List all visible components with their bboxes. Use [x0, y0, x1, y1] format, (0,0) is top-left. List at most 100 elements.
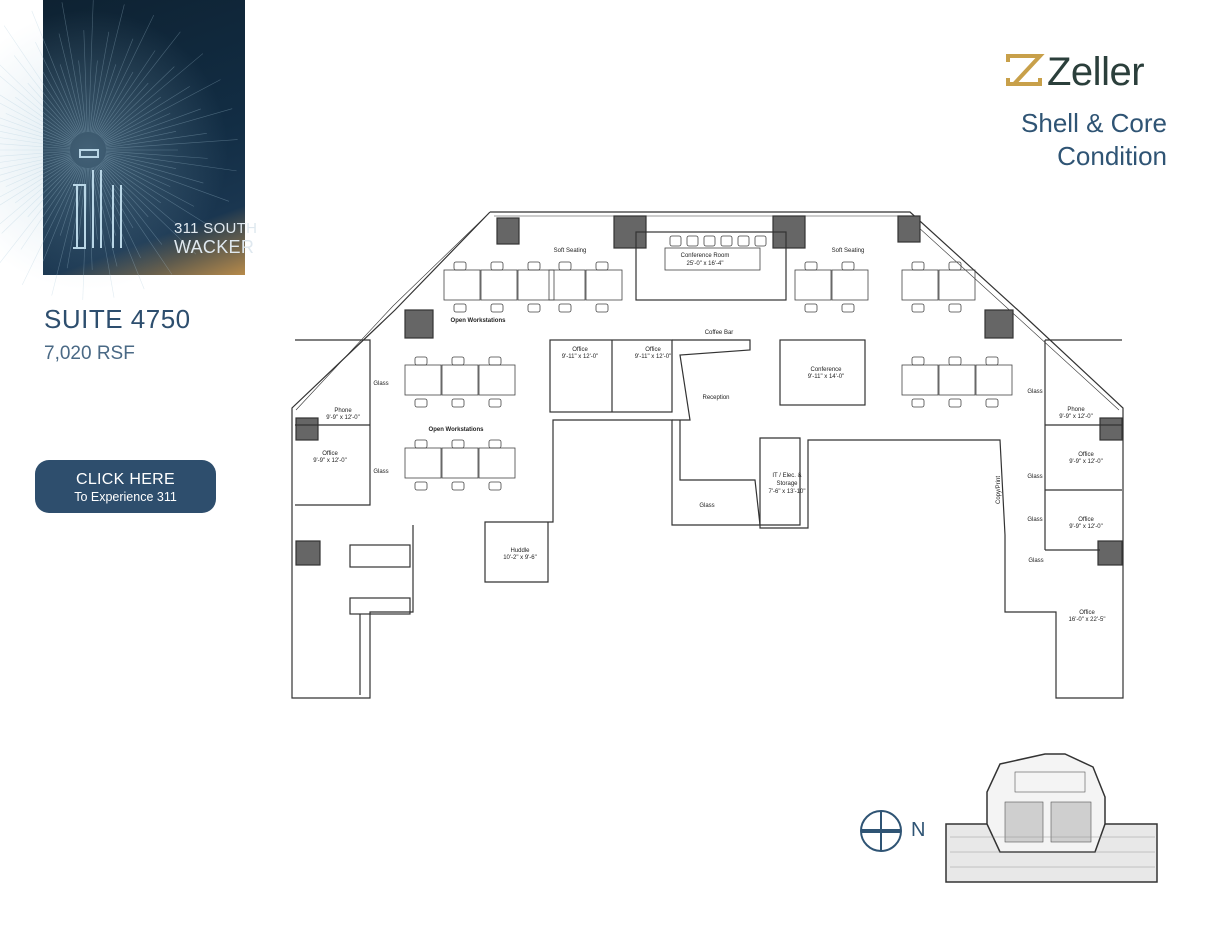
zeller-logo-icon [1006, 54, 1045, 86]
chair [451, 398, 465, 408]
label-it-storage-1: IT / Elec. & [772, 473, 801, 479]
building-name: 311 SOUTH WACKER [174, 219, 257, 258]
label-huddle: Huddle [510, 548, 530, 554]
chair [804, 303, 818, 313]
label-conference-room: Conference Room [681, 253, 730, 259]
suite-title: SUITE 4750 [44, 304, 191, 334]
label-open-workstations-mid: Open Workstations [429, 427, 485, 433]
floor-plan: Soft Seating Soft Seating Conference Roo… [291, 211, 1124, 699]
suite-area: 7,020 RSF [44, 343, 135, 364]
desk-pod [585, 269, 623, 301]
chair [558, 303, 572, 313]
label-open-workstations-top: Open Workstations [451, 318, 507, 324]
label-office-left-size: 9'-9" x 12'-0" [313, 458, 347, 464]
desk-pod [794, 269, 832, 301]
plan-walls [291, 211, 1124, 699]
desk-pod [478, 364, 516, 396]
conference-table [664, 247, 761, 271]
chair [558, 261, 572, 271]
chair [453, 303, 467, 313]
key-plan-thumbnail [945, 753, 1158, 883]
chair [911, 261, 925, 271]
chair [911, 356, 925, 366]
desk-pod [404, 447, 442, 479]
desk-pod [517, 269, 555, 301]
label-huddle-size: 10'-2" x 9'-6" [503, 555, 537, 561]
experience-button-sublabel: To Experience 311 [74, 490, 177, 504]
desk-pod [938, 364, 976, 396]
label-conference-small-size: 9'-11" x 14'-0" [808, 374, 844, 380]
label-copy-print: Copy/Print [996, 476, 1002, 504]
desk-pod [548, 269, 586, 301]
label-glass-mid: Glass [699, 503, 714, 509]
chair [948, 398, 962, 408]
chair [948, 303, 962, 313]
label-glass-right-1: Glass [1027, 389, 1042, 395]
label-office-right-1-size: 9'-9" x 12'-0" [1069, 459, 1103, 465]
label-soft-seating-left: Soft Seating [554, 248, 587, 254]
chair [490, 303, 504, 313]
north-label: N [911, 819, 926, 841]
chair [841, 261, 855, 271]
chair [414, 398, 428, 408]
desk-pod [938, 269, 976, 301]
chair [451, 439, 465, 449]
label-coffee-bar: Coffee Bar [705, 330, 734, 336]
label-office-b-size: 9'-11" x 12'-0" [635, 354, 671, 360]
label-conference-small: Conference [810, 367, 842, 373]
label-office-corner-size: 16'-0" x 22'-5" [1069, 617, 1106, 623]
label-office-corner: Office [1079, 610, 1095, 616]
chair [948, 261, 962, 271]
chair [453, 261, 467, 271]
chair [595, 303, 609, 313]
chair [451, 481, 465, 491]
chair [488, 439, 502, 449]
desk-pod [975, 364, 1013, 396]
chair [985, 398, 999, 408]
label-glass-right-4: Glass [1028, 558, 1043, 564]
sunburst-graphic [0, 0, 238, 300]
chair [985, 356, 999, 366]
label-reception: Reception [702, 395, 729, 401]
condition-line2: Condition [1057, 141, 1167, 171]
desk-pod [441, 447, 479, 479]
north-arrow-icon [860, 810, 902, 852]
conference-chair [720, 235, 733, 247]
label-office-a-size: 9'-11" x 12'-0" [562, 354, 598, 360]
desk-pod [901, 364, 939, 396]
room-labels: Soft Seating Soft Seating Conference Roo… [313, 248, 1105, 623]
label-it-storage-size: 7'-6" x 13'-10" [769, 489, 806, 495]
label-phone-right: Phone [1067, 407, 1085, 413]
chair [451, 356, 465, 366]
label-glass-left-1: Glass [373, 381, 388, 387]
label-office-right-2-size: 9'-9" x 12'-0" [1069, 524, 1103, 530]
building-name-line2: WACKER [174, 237, 255, 257]
label-phone-right-size: 9'-9" x 12'-0" [1059, 414, 1093, 420]
chair [911, 398, 925, 408]
chair [488, 398, 502, 408]
desk-pod [443, 269, 481, 301]
chair [488, 481, 502, 491]
chair [841, 303, 855, 313]
label-office-a: Office [572, 347, 588, 353]
conference-chair [686, 235, 699, 247]
conference-chair [737, 235, 750, 247]
experience-button[interactable]: CLICK HERE To Experience 311 [35, 460, 216, 513]
chair [488, 356, 502, 366]
label-glass-right-2: Glass [1027, 474, 1042, 480]
zeller-logo-text: Zeller [1047, 50, 1145, 94]
label-conference-room-size: 25'-0" x 16'-4" [687, 261, 724, 267]
experience-button-label: CLICK HERE [75, 471, 176, 488]
label-soft-seating-right: Soft Seating [832, 248, 865, 254]
desk-pod [901, 269, 939, 301]
chair [490, 261, 504, 271]
label-office-right-1: Office [1078, 452, 1094, 458]
desk-pod [441, 364, 479, 396]
chair [414, 356, 428, 366]
chair [414, 439, 428, 449]
conference-chair [703, 235, 716, 247]
desk-pod [478, 447, 516, 479]
label-office-left: Office [322, 451, 338, 457]
label-phone-left-size: 9'-9" x 12'-0" [326, 415, 360, 421]
chair [948, 356, 962, 366]
